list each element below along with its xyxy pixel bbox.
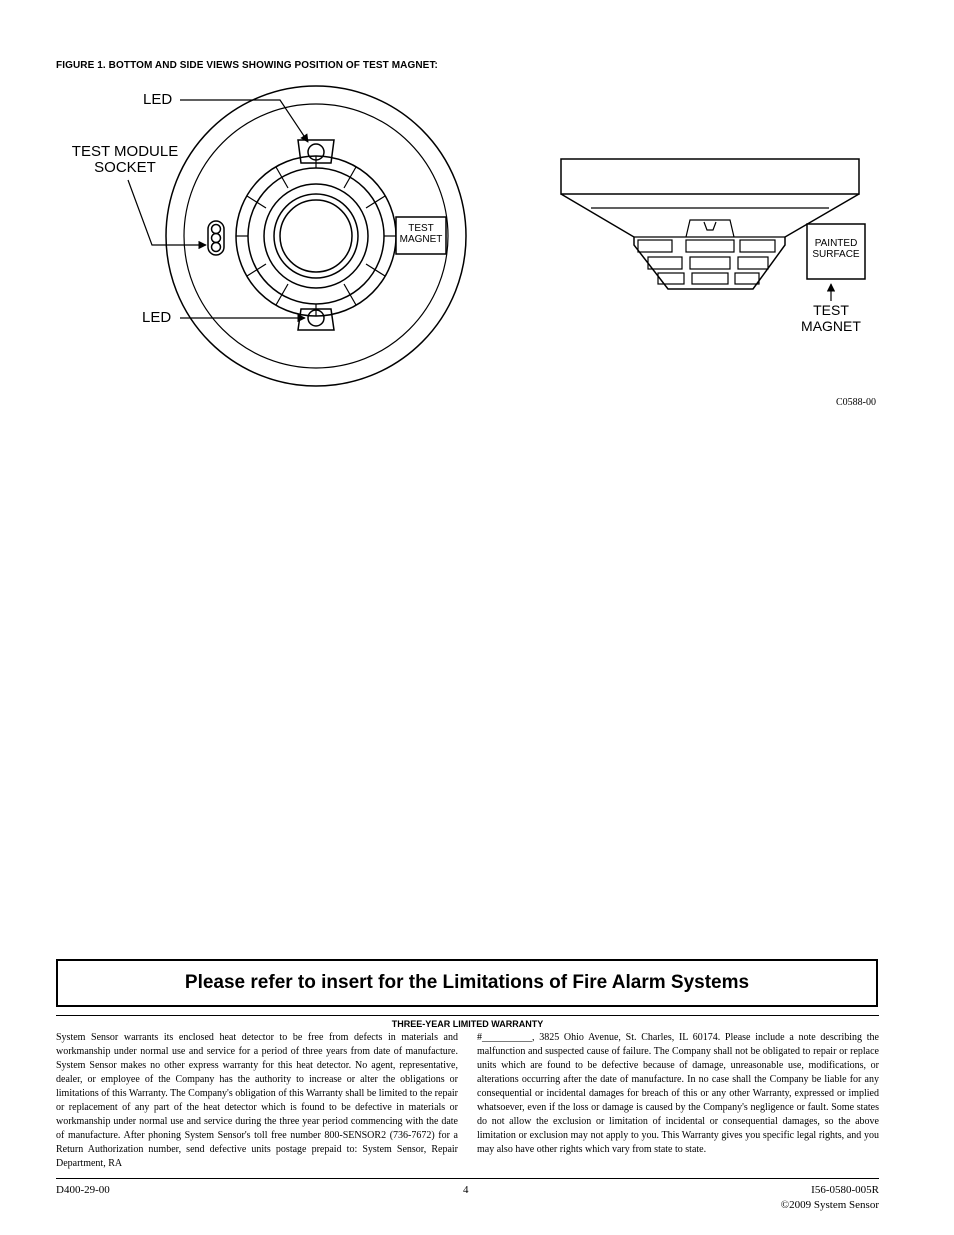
painted-surface-box <box>806 223 866 280</box>
top-led-mount <box>297 139 335 164</box>
footer-copyright: ©2009 System Sensor <box>780 1199 879 1211</box>
warranty-left-column: System Sensor warrants its enclosed heat… <box>56 1032 458 1169</box>
detector-side-body <box>560 193 860 290</box>
footer-right: I56-0580-005R ©2009 System Sensor <box>740 1183 879 1213</box>
led-bottom-label: LED <box>142 309 172 326</box>
painted-surface-label: PAINTED SURFACE <box>807 238 865 260</box>
test-magnet-side-label: TEST MAGNET <box>796 302 866 334</box>
test-magnet-box <box>395 216 447 255</box>
mounting-base <box>560 158 860 195</box>
test-module-socket-label-line2: SOCKET <box>94 159 156 176</box>
footer-doc-number: D400-29-00 <box>56 1184 110 1196</box>
warranty-title: THREE-YEAR LIMITED WARRANTY <box>391 1019 544 1029</box>
outer-ring <box>165 85 467 387</box>
warranty-right-column: #__________, 3825 Ohio Avenue, St. Charl… <box>477 1032 879 1155</box>
test-magnet-box-label-line2: MAGNET <box>399 234 443 245</box>
led-top-leader <box>180 99 309 143</box>
test-module-socket <box>207 220 225 256</box>
led-top-label: LED <box>143 91 173 108</box>
footer-part-number: I56-0580-005R <box>811 1184 879 1196</box>
test-magnet-box-label-line1: TEST <box>408 223 434 234</box>
painted-surface-label-line2: SURFACE <box>812 249 860 260</box>
limitations-banner: Please refer to insert for the Limitatio… <box>56 959 878 1007</box>
led-top-light <box>307 143 325 161</box>
test-magnet-side-label-line2: MAGNET <box>801 318 861 334</box>
test-magnet-side-label-line1: TEST <box>813 302 849 318</box>
figure-code: C0588-00 <box>836 397 876 408</box>
bottom-view <box>165 85 467 387</box>
test-module-socket-label: TEST MODULE SOCKET <box>66 144 184 176</box>
test-magnet-box-label: TEST MAGNET <box>396 223 446 245</box>
painted-surface-label-line1: PAINTED <box>814 238 858 249</box>
limitations-banner-text: Please refer to insert for the Limitatio… <box>184 972 750 993</box>
figure-title: FIGURE 1. BOTTOM AND SIDE VIEWS SHOWING … <box>56 60 438 71</box>
led-bottom-light <box>307 309 325 327</box>
footer-page-number: 4 <box>463 1184 469 1196</box>
warranty-top-rule <box>56 1015 879 1016</box>
test-module-socket-label-line1: TEST MODULE <box>71 143 179 160</box>
footer-rule <box>56 1178 879 1179</box>
heat-sensor-center <box>279 199 353 273</box>
figure-drawing <box>127 85 866 387</box>
bottom-led-mount <box>297 308 335 331</box>
detector-body <box>183 103 449 369</box>
side-view <box>560 158 866 290</box>
socket-leader <box>127 179 207 250</box>
